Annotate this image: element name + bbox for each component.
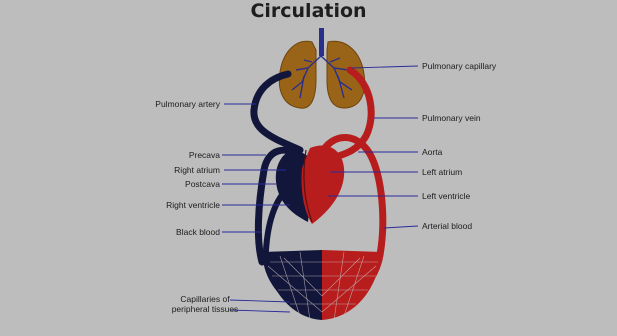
heart bbox=[276, 146, 344, 224]
capillary-bed bbox=[262, 250, 382, 320]
label-pulmonary-artery: Pulmonary artery bbox=[120, 99, 220, 109]
label-capillaries-peripheral-tissues: Capillaries of peripheral tissues bbox=[150, 294, 260, 314]
capillary-bed-arterial bbox=[322, 250, 382, 320]
label-arterial-blood: Arterial blood bbox=[422, 221, 472, 231]
trachea bbox=[319, 28, 324, 56]
label-left-atrium: Left atrium bbox=[422, 167, 462, 177]
label-capillaries-line2: peripheral tissues bbox=[150, 304, 260, 314]
label-pulmonary-capillary: Pulmonary capillary bbox=[422, 61, 496, 71]
label-capillaries-line1: Capillaries of bbox=[150, 294, 260, 304]
label-aorta: Aorta bbox=[422, 147, 442, 157]
label-left-ventricle: Left ventricle bbox=[422, 191, 470, 201]
label-right-ventricle: Right ventricle bbox=[120, 200, 220, 210]
label-postcava: Postcava bbox=[120, 179, 220, 189]
leader-arterial-blood bbox=[384, 226, 418, 228]
label-right-atrium: Right atrium bbox=[120, 165, 220, 175]
label-precava: Precava bbox=[120, 150, 220, 160]
label-pulmonary-vein: Pulmonary vein bbox=[422, 113, 481, 123]
capillary-bed-venous bbox=[262, 250, 322, 320]
left-heart bbox=[301, 146, 344, 224]
diagram-title: Circulation bbox=[0, 0, 617, 22]
label-black-blood: Black blood bbox=[120, 227, 220, 237]
